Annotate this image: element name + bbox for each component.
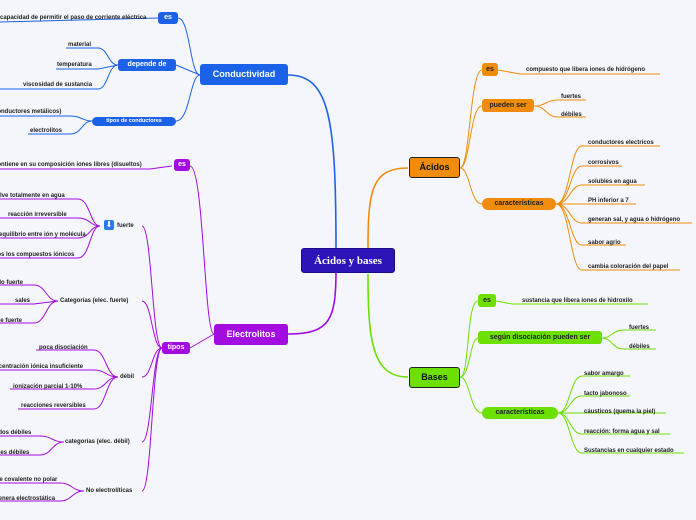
acidos-pueden-item-debiles[interactable]: débiles	[561, 112, 582, 118]
depende-item-material[interactable]: material	[68, 42, 92, 48]
fuerte-item-2[interactable]: no hay equilibrio entre ión y molécula	[0, 232, 86, 238]
bases-caract-item-0[interactable]: sabor amargo	[584, 371, 624, 377]
no-elec-item-0[interactable]: enlace covalente no polar	[0, 477, 58, 483]
categorias-fuerte-node[interactable]: Categorías (elec. fuerte)	[60, 298, 129, 304]
electrolitos-tipos-node[interactable]: tipos	[162, 342, 190, 354]
bases-segun-node[interactable]: según disociación pueden ser	[478, 331, 602, 344]
debil-item-1[interactable]: concentración iónica insuficiente	[0, 364, 84, 370]
acidos-node[interactable]: Ácidos	[409, 157, 460, 178]
acidos-pueden-item-fuertes[interactable]: fuertes	[561, 94, 582, 100]
cat-debil-item-1[interactable]: bases débiles	[0, 450, 30, 456]
electrolitos-es-node[interactable]: es	[174, 159, 190, 171]
depende-de-node[interactable]: depende de	[118, 59, 176, 71]
cat-fuerte-item-1[interactable]: sales	[15, 298, 31, 304]
cat-fuerte-item-2[interactable]: base fuerte	[0, 318, 23, 324]
acidos-caract-item-5[interactable]: sabor agrio	[588, 240, 621, 246]
acidos-es-node[interactable]: es	[482, 63, 498, 76]
conductividad-es-node[interactable]: es	[158, 12, 178, 24]
no-electroliticas-node[interactable]: No electrolíticas	[86, 488, 133, 494]
acidos-es-text[interactable]: compuesto que libera iones de hidrógeno	[526, 67, 646, 73]
acidos-pueden-ser-node[interactable]: pueden ser	[482, 99, 534, 112]
no-elec-item-1[interactable]: no genera electrostática	[0, 496, 56, 502]
acidos-caract-item-6[interactable]: cambia coloración del papel	[588, 264, 669, 270]
cat-fuerte-item-0[interactable]: ácido fuerte	[0, 280, 24, 286]
bases-es-text[interactable]: sustancia que libera iones de hidroxilo	[522, 298, 633, 304]
conductividad-es-text[interactable]: capacidad de permitir el paso de corrien…	[0, 15, 147, 21]
bases-node[interactable]: Bases	[409, 367, 460, 388]
debil-item-3[interactable]: reacciones reversibles	[21, 403, 86, 409]
bases-segun-item-debiles[interactable]: débiles	[629, 344, 650, 350]
acidos-caracteristicas-node[interactable]: características	[482, 198, 556, 210]
bases-segun-item-fuertes[interactable]: fuertes	[629, 325, 650, 331]
download-arrow-icon: ⬇	[104, 220, 114, 230]
depende-item-viscosidad[interactable]: viscosidad de sustancia	[23, 82, 93, 88]
acidos-caract-item-2[interactable]: solubles en agua	[588, 179, 637, 185]
acidos-caract-item-3[interactable]: PH inferior a 7	[588, 198, 629, 204]
electrolitos-es-text[interactable]: contiene en su composición iones libres …	[0, 162, 142, 168]
tipo-fuerte-node[interactable]: fuerte	[117, 223, 134, 229]
bases-caract-item-4[interactable]: Sustancias en cualquier estado	[584, 448, 674, 454]
tipo-debil-node[interactable]: débil	[120, 374, 135, 380]
bases-caracteristicas-node[interactable]: características	[482, 407, 558, 419]
conductividad-node[interactable]: Conductividad	[200, 64, 288, 85]
categorias-debil-node[interactable]: categorías (elec. débil)	[65, 439, 130, 445]
fuerte-item-1[interactable]: reacción irreversible	[8, 212, 67, 218]
fuerte-item-3[interactable]: todos los compuestos iónicos	[0, 252, 75, 258]
bases-caract-item-1[interactable]: tacto jabonoso	[584, 391, 627, 397]
acidos-caract-item-0[interactable]: conductores electricos	[588, 140, 654, 146]
bases-caract-item-2[interactable]: cáusticos (quema la piel)	[584, 409, 656, 415]
debil-item-2[interactable]: ionización parcial 1-10%	[13, 384, 83, 390]
electrolitos-node[interactable]: Electrolitos	[214, 324, 288, 345]
central-topic[interactable]: Ácidos y bases	[301, 248, 395, 273]
tipos-conductores-node[interactable]: tipos de conductores	[92, 117, 176, 126]
tipos-conductores-item-metalicos[interactable]: (conductores metálicos)	[0, 109, 62, 115]
fuerte-item-0[interactable]: se disuelve totalmente en agua	[0, 193, 65, 199]
debil-item-0[interactable]: poca disociación	[39, 345, 88, 351]
cat-debil-item-0[interactable]: ácidos débiles	[0, 430, 32, 436]
bases-caract-item-3[interactable]: reacción: forma agua y sal	[584, 429, 660, 435]
acidos-caract-item-1[interactable]: corrosivos	[588, 160, 619, 166]
bases-es-node[interactable]: es	[478, 294, 496, 307]
acidos-caract-item-4[interactable]: generan sal, y agua o hidrógeno	[588, 217, 681, 223]
depende-item-temperatura[interactable]: temperatura	[57, 62, 92, 68]
tipos-conductores-item-electrolitos[interactable]: electrolitos	[30, 128, 63, 134]
